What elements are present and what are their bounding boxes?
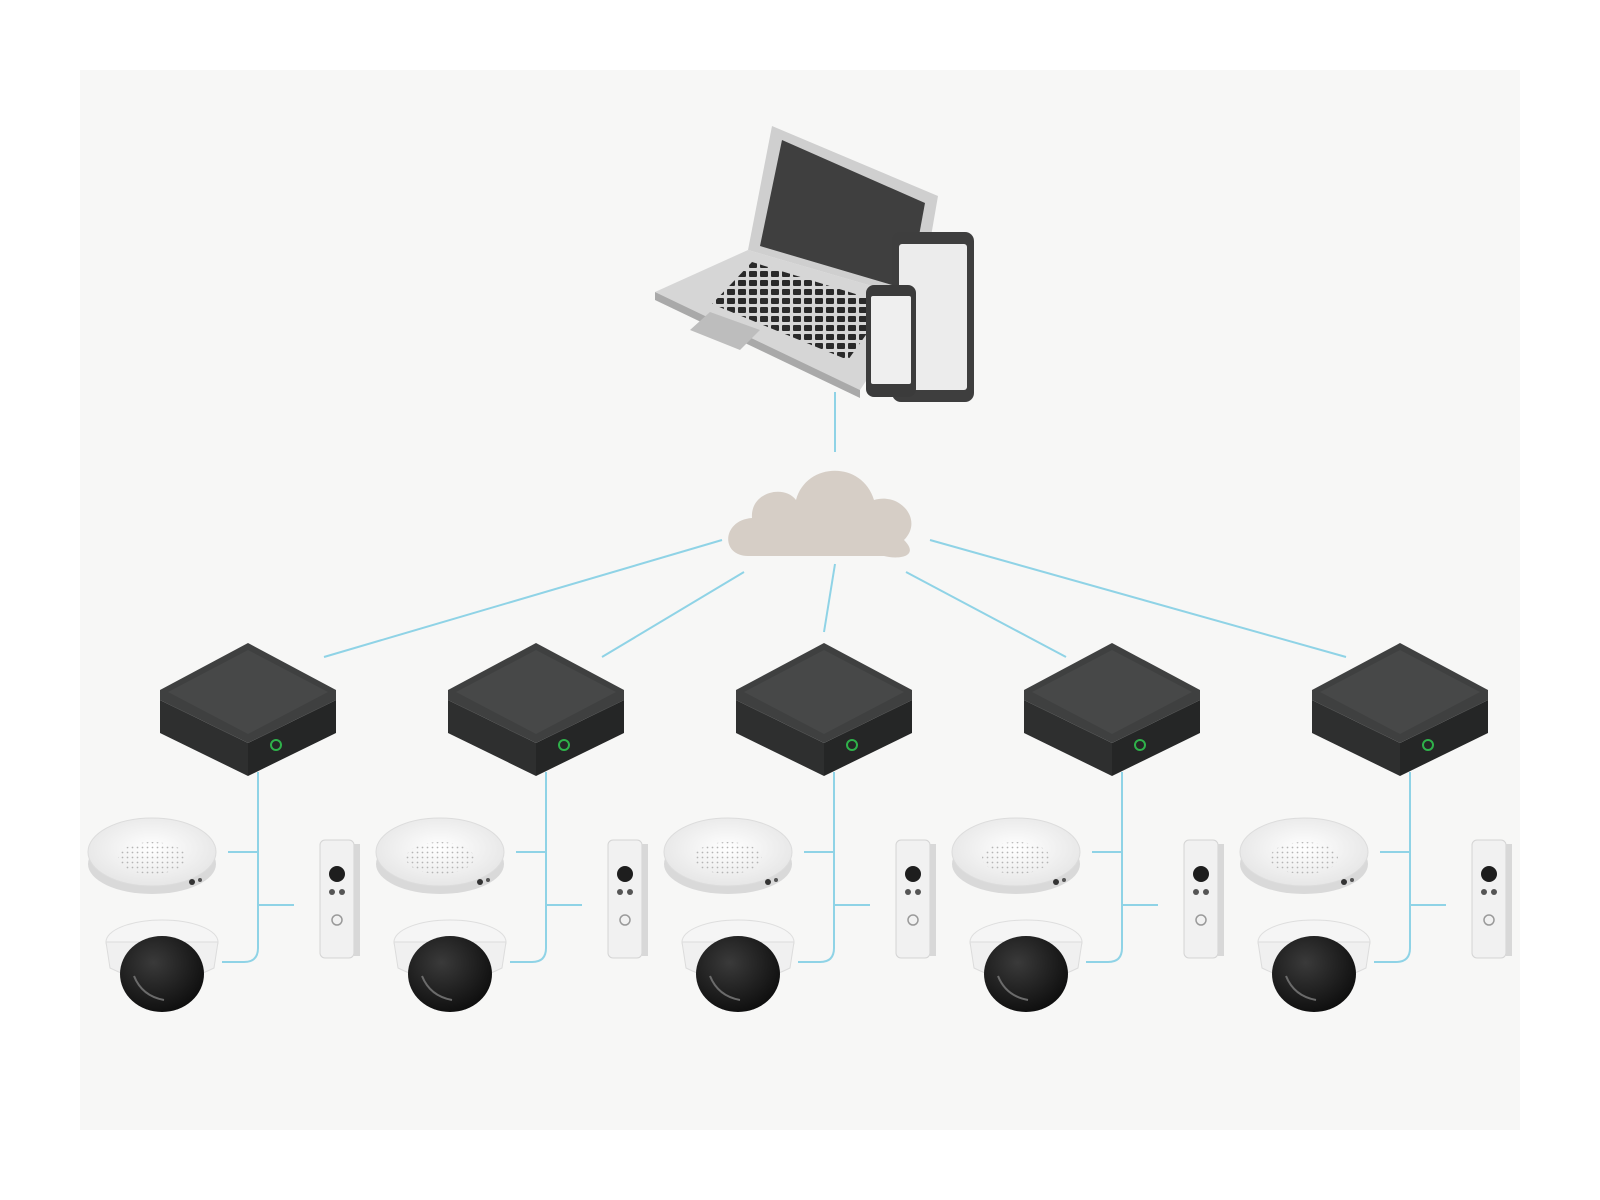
intercom-icon bbox=[1471, 839, 1512, 959]
intercom-icon bbox=[319, 839, 360, 959]
phone-icon bbox=[866, 285, 916, 397]
site-3 bbox=[663, 643, 936, 1012]
camera-link bbox=[510, 947, 547, 963]
speaker-icon bbox=[663, 817, 793, 894]
cloud-icon bbox=[728, 470, 912, 558]
site-2 bbox=[375, 643, 648, 1012]
speaker-icon bbox=[375, 817, 505, 894]
camera-link bbox=[798, 947, 835, 963]
cloud-bridge-link bbox=[323, 539, 723, 658]
status-led-icon bbox=[558, 739, 570, 751]
status-led-icon bbox=[1422, 739, 1434, 751]
connector-lines bbox=[222, 392, 1446, 963]
intercom-icon bbox=[1183, 839, 1224, 959]
bridge-box-icon bbox=[1024, 643, 1200, 776]
speaker-icon bbox=[87, 817, 217, 894]
dome-camera-icon bbox=[681, 919, 795, 1012]
bridge-box-icon bbox=[736, 643, 912, 776]
speaker-icon bbox=[951, 817, 1081, 894]
status-led-icon bbox=[1134, 739, 1146, 751]
intercom-icon bbox=[607, 839, 648, 959]
cloud-bridge-link bbox=[905, 571, 1067, 658]
status-led-icon bbox=[270, 739, 282, 751]
dome-camera-icon bbox=[393, 919, 507, 1012]
site-4 bbox=[951, 643, 1224, 1012]
dome-camera-icon bbox=[105, 919, 219, 1012]
cloud-bridge-link bbox=[823, 563, 836, 633]
dome-camera-icon bbox=[1257, 919, 1371, 1012]
intercom-icon bbox=[895, 839, 936, 959]
cloud-bridge-link bbox=[601, 571, 745, 658]
dome-camera-icon bbox=[969, 919, 1083, 1012]
bridge-box-icon bbox=[160, 643, 336, 776]
sites-group bbox=[87, 643, 1512, 1012]
bridge-box-icon bbox=[1312, 643, 1488, 776]
camera-link bbox=[1374, 947, 1411, 963]
speaker-icon bbox=[1239, 817, 1369, 894]
laptop-icon bbox=[655, 126, 938, 398]
camera-link bbox=[1086, 947, 1123, 963]
camera-link bbox=[222, 947, 259, 963]
bridge-box-icon bbox=[448, 643, 624, 776]
status-led-icon bbox=[846, 739, 858, 751]
site-1 bbox=[87, 643, 360, 1012]
site-5 bbox=[1239, 643, 1512, 1012]
cloud-bridge-link bbox=[929, 539, 1347, 658]
